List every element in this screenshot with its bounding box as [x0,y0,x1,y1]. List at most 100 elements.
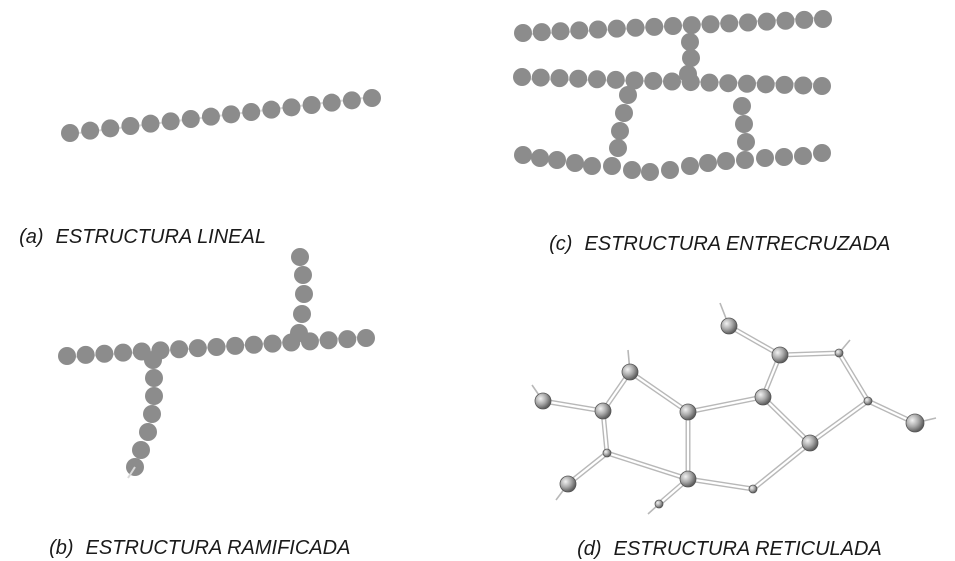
branched-lower-tail [127,466,136,479]
crosslink-middle-right-bead [735,115,753,133]
crosslinked-top-chain-bead [776,11,795,30]
crosslinked-middle-chain-bead [531,68,550,87]
branched-lower-branch-bead [143,405,161,423]
crosslinked-bottom-chain-bead [681,157,699,175]
crosslinked-top-chain-bead [720,14,739,33]
network-structure-graph [531,302,937,515]
polymer-structures-diagram [58,10,937,515]
crosslinked-top-chain-bead [589,20,607,39]
network-atom [748,484,758,494]
network-atom [621,363,639,381]
network-bond [751,441,810,489]
branched-main-chain-bead [170,340,189,359]
branched-lower-branch-bead [144,351,162,369]
network-atom [602,448,612,458]
crosslink-middle-left-bead [611,122,629,140]
linear-chain-bead [322,93,341,112]
network-bond [761,397,810,445]
crosslinked-top-chain-bead [701,15,720,34]
branched-upper-branch-bead [290,324,308,342]
network-atom [834,348,844,358]
branched-main-chain-bead [357,329,375,347]
linear-chain-bead [61,124,79,142]
crosslinked-bottom-chain-bead [603,157,621,175]
branched-main-chain-bead [207,338,226,356]
network-bond [779,350,839,354]
crosslinked-bottom-chain-bead [514,146,532,164]
crosslinked-middle-chain-bead [606,70,625,89]
linear-chain-bead [161,112,180,131]
network-atom [771,346,789,364]
network-bond [628,372,688,415]
branched-main-chain-bead [244,335,263,354]
crosslinked-middle-chain-bead [719,74,738,93]
network-atom [534,392,552,410]
crosslinked-middle-chain-bead [644,71,663,90]
crosslinked-middle-chain-bead [738,74,756,93]
linear-chain-bead [302,96,321,114]
network-atom [679,403,697,421]
network-bond [543,398,604,410]
caption-crosslinked-label: ESTRUCTURA ENTRECRUZADA [584,233,891,255]
crosslinked-middle-chain-bead [663,72,681,91]
network-bond [688,476,754,488]
crosslinked-bottom-chain-bead [717,152,735,170]
network-bond [810,401,870,446]
crosslinked-bottom-chain-bead [661,161,679,179]
linear-chain-bead [242,103,261,121]
linear-chain-bead [363,89,381,107]
linear-chain-bead [121,117,140,135]
network-bond [839,351,871,401]
caption-branched-label: ESTRUCTURA RAMIFICADA [85,537,351,559]
network-bond [566,451,607,484]
crosslinked-top-chain-bead [532,23,551,42]
network-bond [606,454,688,482]
crosslink-top-to-middle-bead [681,33,699,51]
branched-main-chain-bead [95,344,114,363]
network-atom [679,470,697,488]
network-bond [729,323,782,355]
crosslinked-top-chain-bead [814,10,832,28]
linear-chain-bead [101,119,120,138]
branched-main-chain-bead [188,339,207,358]
network-bond [630,369,690,412]
network-bond [687,394,763,411]
network-atom [594,402,612,420]
crosslinked-bottom-chain-bead [775,148,793,166]
caption-network: (d)ESTRUCTURA RETICULADA [566,515,882,561]
crosslinked-middle-chain-bead [756,75,775,94]
linear-chain-bead [282,98,301,117]
branched-lower-branch-bead [139,423,157,441]
branched-main-chain-bead [114,343,133,362]
branched-main-chain-bead [58,347,76,365]
crosslinked-structure-chains [513,10,832,181]
branched-upper-branch-bead [294,266,312,284]
crosslinked-middle-chain-bead [813,77,831,95]
linear-chain-bead [201,107,220,126]
network-bond [753,443,812,491]
linear-structure-chain [61,89,381,142]
crosslinked-top-chain-bead [757,12,776,31]
crosslinked-bottom-chain-bead [794,147,812,165]
caption-crosslinked: (c)ESTRUCTURA ENTRECRUZADA [538,210,890,256]
crosslinked-bottom-chain-bead [641,163,659,181]
crosslinked-top-chain-bead [682,16,701,35]
caption-linear-tag: (a) [19,226,44,248]
crosslinked-middle-chain-bead [588,70,606,89]
branched-main-chain-bead [338,330,357,349]
network-atom [905,413,925,433]
crosslinked-bottom-chain-bead [531,149,549,167]
branched-main-chain-bead [226,336,245,355]
crosslinked-top-chain-bead [570,21,589,40]
branched-lower-branch-bead [145,369,163,387]
crosslinked-top-chain-bead [664,17,682,35]
crosslinked-top-chain-bead [795,10,814,29]
crosslinked-middle-chain-bead [550,69,569,88]
crosslink-middle-right-bead [733,97,751,115]
linear-chain-bead [181,110,200,128]
branched-upper-branch-bead [291,248,309,266]
network-bond [688,398,764,415]
network-bond [808,398,868,443]
crosslinked-bottom-chain-bead [548,151,566,169]
network-bond [687,480,753,492]
